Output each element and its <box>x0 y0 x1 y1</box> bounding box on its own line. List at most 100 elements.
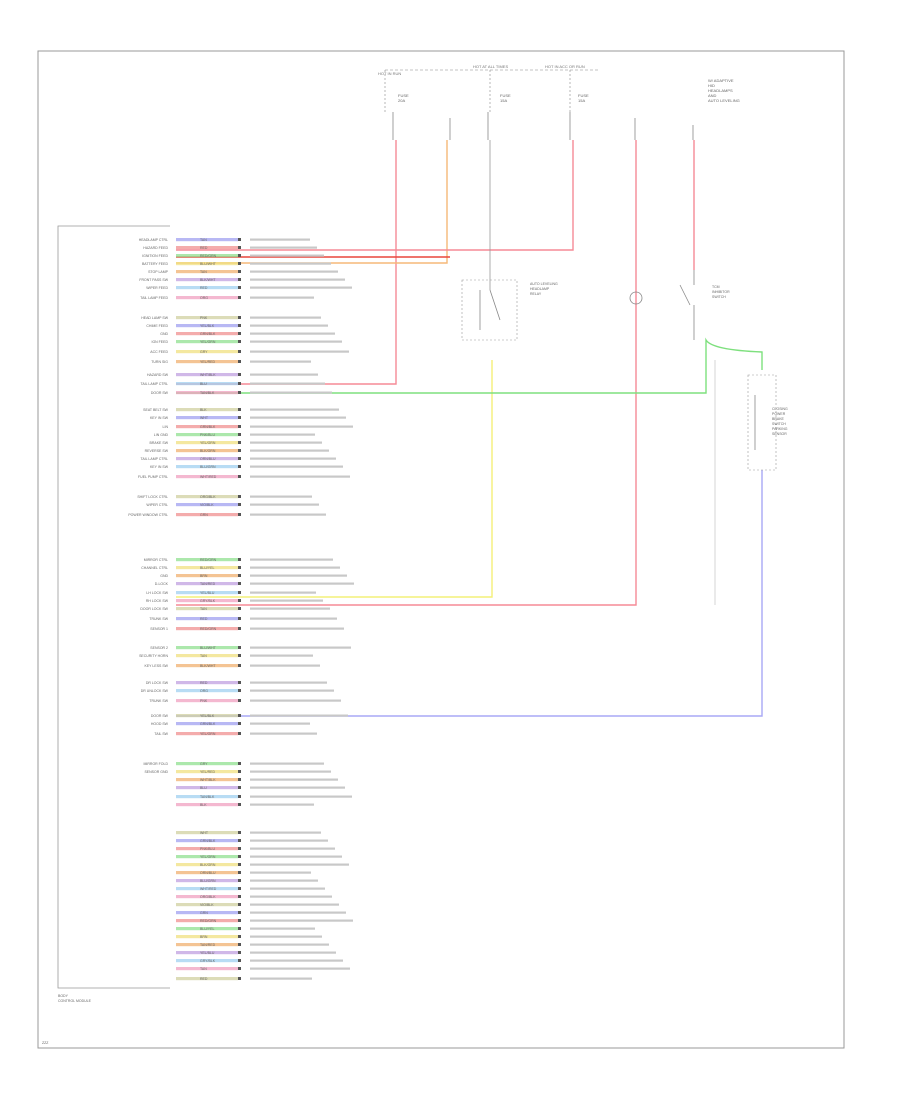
pin-wire-swatch <box>176 699 238 703</box>
svg-text:AUTO LEVELING: AUTO LEVELING <box>708 98 740 103</box>
pin-terminal <box>238 246 241 249</box>
pin-wire-color-label: BLK/WHT <box>200 664 216 668</box>
svg-text:POWER: POWER <box>772 412 786 416</box>
pin-function-label: BATTERY FEED <box>142 262 169 266</box>
pin-wire-color-label: BLU/GRN <box>200 879 216 883</box>
pin-terminal <box>238 382 241 385</box>
pin-wire-swatch <box>176 254 238 258</box>
svg-text:HOT IN RUN: HOT IN RUN <box>378 71 401 76</box>
pin-wire-swatch <box>176 689 238 693</box>
pin-terminal <box>238 722 241 725</box>
pin-wire-color-label: WHT <box>200 416 209 420</box>
pin-wire-swatch <box>176 246 238 250</box>
pin-wire-color-label: BLU <box>200 382 207 386</box>
pin-destination-text <box>250 465 343 468</box>
pin-terminal <box>238 795 241 798</box>
pin-destination-text <box>250 503 319 506</box>
pin-wire-color-label: YEL/BLK <box>200 714 215 718</box>
pin-terminal <box>238 778 241 781</box>
pin-function-label: TAIL SW <box>154 732 168 736</box>
pin-function-label: HAZARD SW <box>147 373 169 377</box>
pin-destination-text <box>250 871 311 874</box>
pin-wire-color-label: PNK/BLU <box>200 433 215 437</box>
pin-function-label: KEY LESS SW <box>145 664 169 668</box>
pin-wire-color-label: TAN/RED <box>200 943 216 947</box>
pin-wire-color-label: PNK <box>200 699 208 703</box>
pin-wire-swatch <box>176 449 238 453</box>
pin-terminal <box>238 699 241 702</box>
pin-destination-text <box>250 316 321 319</box>
pin-wire-swatch <box>176 951 238 955</box>
pin-destination-text <box>250 847 335 850</box>
pin-wire-color-label: TAN/BLK <box>200 391 215 395</box>
pin-destination-text <box>250 919 353 922</box>
pin-destination-text <box>250 935 322 938</box>
pin-function-label: SHIFT LOCK CTRL <box>137 495 168 499</box>
pin-destination-text <box>250 681 327 684</box>
pin-terminal <box>238 732 241 735</box>
svg-text:15A: 15A <box>500 98 507 103</box>
pin-terminal <box>238 582 241 585</box>
pin-destination-text <box>250 977 312 980</box>
pin-terminal <box>238 558 241 561</box>
pin-function-label: D-LOCK <box>155 582 169 586</box>
pin-wire-swatch <box>176 943 238 947</box>
pin-wire-color-label: BLK/WHT <box>200 278 216 282</box>
pin-wire-color-label: RED <box>200 617 208 621</box>
pin-destination-text <box>250 278 345 281</box>
pin-wire-color-label: PNK <box>200 316 208 320</box>
pin-function-label: DOOR SW <box>151 714 169 718</box>
pin-terminal <box>238 566 241 569</box>
pin-wire-color-label: GRN/BLK <box>200 839 216 843</box>
pin-wire-color-label: GRY/BLK <box>200 599 216 603</box>
pin-function-label: FUEL PUMP CTRL <box>138 475 168 479</box>
pin-wire-swatch <box>176 316 238 320</box>
pin-destination-text <box>250 441 322 444</box>
pin-wire-color-label: TAN <box>200 238 207 242</box>
pin-wire-color-label: WHT/BLK <box>200 373 216 377</box>
pin-terminal <box>238 627 241 630</box>
pin-terminal <box>238 332 241 335</box>
pin-destination-text <box>250 513 326 516</box>
pin-function-label: WIPER FEED <box>146 286 168 290</box>
pin-destination-text <box>250 373 318 376</box>
pin-wire-swatch <box>176 879 238 883</box>
pin-function-label: BRAKE SW <box>150 441 169 445</box>
pin-destination-text <box>250 646 351 649</box>
pin-function-label: WIPER CTRL <box>146 503 168 507</box>
pin-terminal <box>238 855 241 858</box>
pin-terminal <box>238 416 241 419</box>
svg-text:TCM: TCM <box>712 285 720 289</box>
top-header: HOT IN RUN HOT AT ALL TIMES HOT IN ACC O… <box>378 64 585 76</box>
pin-destination-text <box>250 495 312 498</box>
pin-wire-swatch <box>176 591 238 595</box>
pin-wire-swatch <box>176 296 238 300</box>
pin-destination-text <box>250 296 314 299</box>
pin-function-label: KEY IN SW <box>150 416 169 420</box>
pin-function-label: SEAT BELT SW <box>143 408 169 412</box>
pin-wire-swatch <box>176 855 238 859</box>
pin-terminal <box>238 646 241 649</box>
pin-function-label: TRUNK SW <box>149 617 168 621</box>
pin-terminal <box>238 847 241 850</box>
pin-destination-text <box>250 408 339 411</box>
pin-wire-color-label: YEL/BLU <box>200 591 215 595</box>
wire-red-1 <box>176 140 397 385</box>
pin-terminal <box>238 495 241 498</box>
pin-wire-color-label: BLU/WHT <box>200 646 217 650</box>
pin-terminal <box>238 977 241 980</box>
page-frame <box>37 50 845 1049</box>
pin-wire-swatch <box>176 441 238 445</box>
pin-wire-color-label: BRN <box>200 574 208 578</box>
pin-wire-swatch <box>176 935 238 939</box>
pin-destination-text <box>250 839 328 842</box>
pin-function-label: KEY IN SW <box>150 465 169 469</box>
pin-terminal <box>238 425 241 428</box>
pin-terminal <box>238 714 241 717</box>
pin-wire-color-label: TAN <box>200 607 207 611</box>
pin-terminal <box>238 457 241 460</box>
pin-terminal <box>238 607 241 610</box>
pin-terminal <box>238 887 241 890</box>
pin-terminal <box>238 262 241 265</box>
pin-terminal <box>238 278 241 281</box>
